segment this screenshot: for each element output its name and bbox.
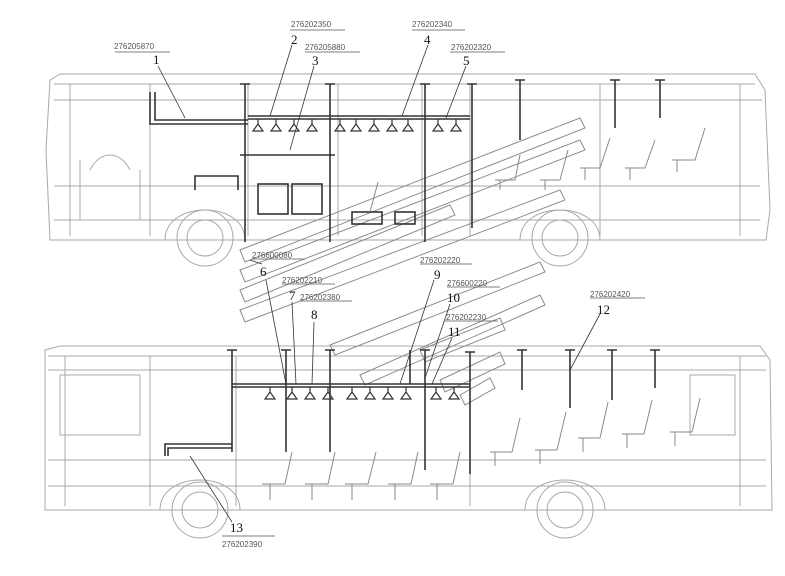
callout-9-code: 276202220 — [420, 256, 461, 265]
callout-9-number: 9 — [434, 267, 441, 282]
callouts: 276205870 1 276202350 2 276205880 3 2762… — [114, 20, 645, 549]
callout-5: 276202320 5 — [445, 43, 505, 119]
callout-11-number: 11 — [448, 324, 461, 339]
callout-9: 276202220 9 — [399, 256, 472, 385]
callout-12-number: 12 — [597, 302, 610, 317]
callout-11: 276202230 11 — [431, 313, 498, 385]
callout-13: 13 276202390 — [189, 455, 275, 549]
callout-10-code: 276600220 — [447, 279, 488, 288]
callout-6-code: 276600080 — [252, 251, 293, 260]
callout-1-number: 1 — [153, 52, 160, 67]
callout-1-code: 276205870 — [114, 42, 155, 51]
callout-10: 276600220 10 — [424, 279, 500, 379]
exploded-detail-bands — [239, 117, 586, 406]
callout-2: 276202350 2 — [269, 20, 345, 117]
callout-7-code: 276202210 — [282, 276, 323, 285]
callout-11-code: 276202230 — [446, 313, 487, 322]
callout-6-number: 6 — [260, 264, 267, 279]
callout-4-number: 4 — [424, 32, 431, 47]
callout-5-number: 5 — [463, 53, 470, 68]
callout-7-number: 7 — [289, 288, 296, 303]
callout-5-code: 276202320 — [451, 43, 492, 52]
callout-2-number: 2 — [291, 32, 298, 47]
bottom-bus-outline — [44, 345, 773, 539]
top-strap-handles — [251, 119, 463, 132]
callout-12-code: 276202420 — [590, 290, 631, 299]
callout-4-code: 276202340 — [412, 20, 453, 29]
callout-2-code: 276202350 — [291, 20, 332, 29]
callout-3-code: 276205880 — [305, 43, 346, 52]
callout-8-code: 276202380 — [300, 293, 341, 302]
callout-10-number: 10 — [447, 290, 460, 305]
top-handrail-system — [149, 79, 665, 242]
top-seats — [369, 127, 706, 213]
top-bus-outline — [45, 73, 771, 267]
bottom-handrail-system — [164, 349, 660, 474]
callout-6: 276600080 6 — [249, 251, 305, 385]
callout-8: 276202380 8 — [300, 293, 352, 385]
callout-4: 276202340 4 — [401, 20, 465, 117]
bottom-seats — [262, 397, 701, 500]
callout-3: 276205880 3 — [289, 43, 360, 151]
callout-12: 276202420 12 — [569, 290, 645, 371]
bottom-strap-handles — [263, 387, 461, 400]
callout-13-number: 13 — [230, 520, 243, 535]
callout-7: 276202210 7 — [282, 276, 335, 385]
callout-8-number: 8 — [311, 307, 318, 322]
callout-3-number: 3 — [312, 53, 319, 68]
callout-1: 276205870 1 — [114, 42, 186, 119]
callout-13-code: 276202390 — [222, 540, 263, 549]
